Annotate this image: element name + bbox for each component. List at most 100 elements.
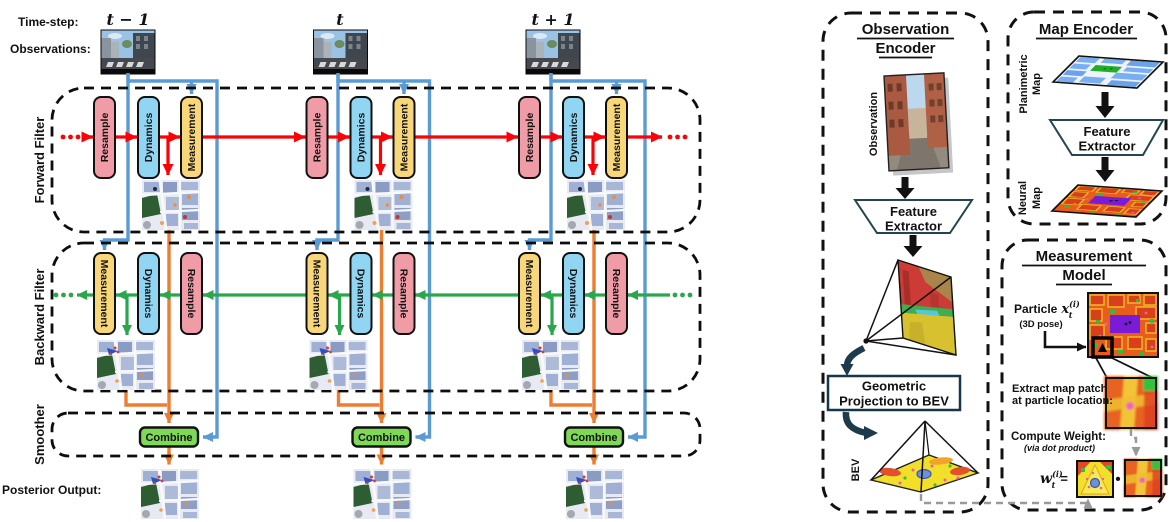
svg-text:Combine: Combine bbox=[358, 432, 405, 444]
projection-arrow bbox=[842, 411, 867, 437]
measurement-block bbox=[518, 252, 541, 335]
resample-block bbox=[93, 96, 116, 179]
time-step-label: Time-step: bbox=[18, 15, 78, 29]
dot-product-note: (via dot product) bbox=[1024, 443, 1095, 453]
feature-frustum bbox=[863, 259, 957, 356]
combine-block bbox=[138, 426, 200, 448]
dynamics-block bbox=[349, 96, 373, 179]
observation-image-label: Observation bbox=[868, 92, 880, 156]
projection-label: Geometric bbox=[862, 379, 926, 394]
neural-map-label: Neural bbox=[1017, 181, 1029, 215]
svg-text:Resample: Resample bbox=[185, 269, 197, 319]
forward-filter-block-labels: Resample Dynamics Measurement Resample D… bbox=[99, 103, 623, 171]
dynamics-block bbox=[137, 252, 160, 335]
dynamics-block bbox=[562, 96, 585, 179]
forward-particle-map bbox=[355, 180, 413, 230]
left-diagram: Time-step: Observations: t − 1 t t + 1 F… bbox=[2, 10, 702, 519]
map-encoder-box bbox=[1006, 10, 1168, 226]
measurement-block bbox=[605, 96, 628, 179]
feature-extractor-trapezoid bbox=[853, 199, 974, 234]
neural-map-label: Map bbox=[1031, 187, 1043, 209]
posterior-map bbox=[141, 469, 199, 519]
projection-arrowhead bbox=[864, 426, 878, 440]
backward-particle-map bbox=[310, 340, 368, 390]
bev-operand-image bbox=[1076, 460, 1114, 498]
measurement-block bbox=[180, 96, 203, 179]
down-arrow-icon bbox=[903, 235, 923, 257]
dynamics-block bbox=[349, 252, 373, 335]
svg-text:Resample: Resample bbox=[99, 113, 111, 163]
svg-text:Resample: Resample bbox=[312, 113, 324, 163]
projection-arrowhead bbox=[840, 364, 854, 376]
observation-connectors bbox=[99, 73, 647, 442]
forward-particle-map bbox=[142, 180, 200, 230]
down-arrow-icon bbox=[1095, 157, 1115, 182]
resample-block bbox=[392, 252, 416, 335]
forward-filter-blocks bbox=[93, 96, 628, 179]
combine-blocks: Combine Combine Combine bbox=[138, 426, 625, 448]
measurement-model-title: Measurement bbox=[1036, 248, 1133, 265]
observation-photo bbox=[313, 29, 368, 75]
particle-marker-square bbox=[1091, 336, 1114, 359]
measurement-model-title: Model bbox=[1062, 267, 1105, 284]
time-label-t: t bbox=[336, 10, 344, 29]
measurement-block bbox=[392, 96, 416, 179]
dashed-data-connectors bbox=[919, 429, 1141, 508]
svg-text:Measurement: Measurement bbox=[523, 260, 535, 328]
measurement-block bbox=[305, 252, 329, 335]
posterior-output-label: Posterior Output: bbox=[2, 483, 101, 497]
observation-image bbox=[883, 72, 954, 176]
forward-particle-map bbox=[567, 180, 625, 230]
svg-text:Dynamics: Dynamics bbox=[142, 269, 154, 319]
time-label-t-plus-1: t + 1 bbox=[531, 10, 574, 29]
backward-particle-map bbox=[522, 340, 580, 390]
forward-filter-label: Forward Filter bbox=[32, 117, 47, 204]
svg-text:Measurement: Measurement bbox=[186, 103, 198, 171]
feature-extractor-label: Feature bbox=[890, 204, 937, 219]
extract-patch-label: at particle location: bbox=[1012, 395, 1113, 407]
dynamics-block bbox=[562, 252, 585, 335]
svg-text:Dynamics: Dynamics bbox=[568, 113, 580, 163]
svg-text:Measurement: Measurement bbox=[311, 260, 323, 328]
svg-text:Measurement: Measurement bbox=[98, 260, 110, 328]
dot-product-sign: • bbox=[1115, 471, 1120, 488]
pose-label: (3D pose) bbox=[1019, 319, 1062, 330]
observation-encoder-title: Encoder bbox=[875, 40, 935, 57]
observation-encoder-title: Observation bbox=[862, 21, 950, 38]
bev-pyramid bbox=[868, 420, 981, 493]
compute-weight-label: Compute Weight: bbox=[1011, 431, 1106, 443]
observation-photo bbox=[525, 29, 581, 75]
svg-text:Dynamics: Dynamics bbox=[143, 113, 155, 163]
down-arrow-icon bbox=[895, 177, 915, 199]
resample-block bbox=[180, 252, 203, 335]
observation-photo bbox=[100, 29, 156, 75]
dynamics-block bbox=[137, 96, 160, 179]
svg-text:Dynamics: Dynamics bbox=[567, 269, 579, 319]
forward-flow-dots bbox=[60, 134, 688, 140]
weight-equation: w(i)t= bbox=[1040, 469, 1068, 490]
planimetric-map-label: Map bbox=[1031, 73, 1043, 95]
svg-text:Resample: Resample bbox=[524, 113, 536, 163]
svg-text:Dynamics: Dynamics bbox=[356, 113, 368, 163]
bev-label: BEV bbox=[850, 458, 862, 481]
map-encoder-panel: Map Encoder Planimetric Map Feature Extr… bbox=[1006, 10, 1168, 226]
svg-text:Resample: Resample bbox=[398, 269, 410, 319]
smoother-box bbox=[50, 411, 702, 458]
posterior-map bbox=[566, 469, 624, 519]
neural-map-with-particle bbox=[1087, 292, 1159, 359]
time-label-t-minus-1: t − 1 bbox=[106, 10, 149, 29]
svg-text:Resample: Resample bbox=[610, 269, 622, 319]
observations-label: Observations: bbox=[10, 42, 91, 56]
particle-pointer-arrow bbox=[1043, 331, 1087, 352]
svg-text:Measurement: Measurement bbox=[399, 103, 411, 171]
svg-text:Combine: Combine bbox=[145, 432, 192, 444]
svg-text:Combine: Combine bbox=[570, 432, 617, 444]
feature-extractor-trapezoid bbox=[1048, 119, 1165, 156]
zoom-line bbox=[1095, 357, 1108, 379]
measurement-block bbox=[93, 252, 116, 335]
resample-block bbox=[518, 96, 541, 179]
